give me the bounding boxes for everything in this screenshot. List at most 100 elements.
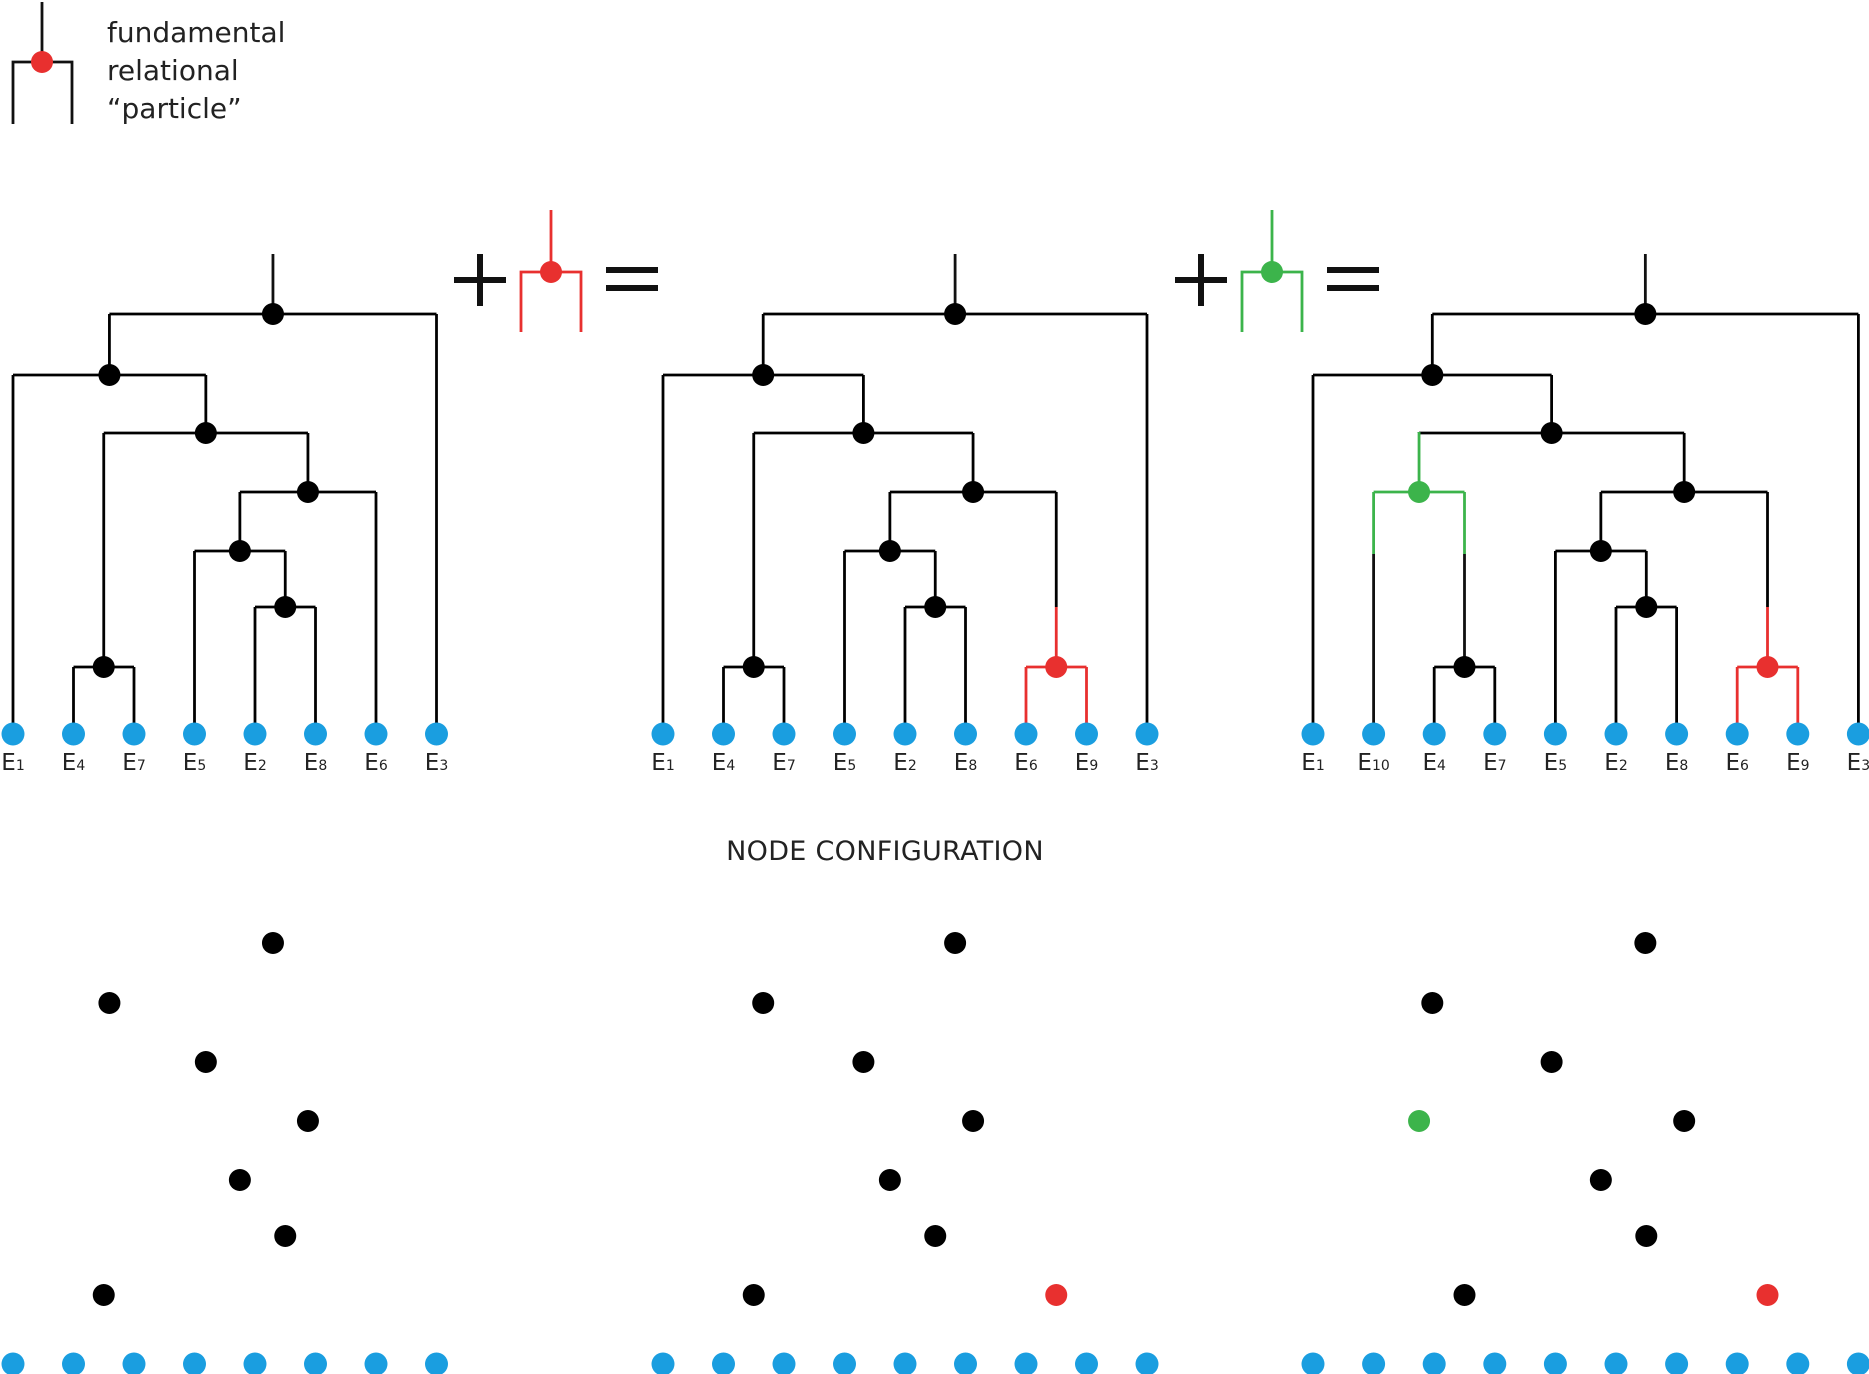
config-node-black — [1634, 932, 1657, 954]
particle-node — [1261, 261, 1283, 283]
configuration-2 — [651, 932, 1159, 1374]
tree-node-black — [742, 656, 765, 678]
leaf-label: E2 — [893, 750, 916, 776]
leaf-label-subscript: 8 — [968, 758, 977, 774]
leaf-label-letter: E — [651, 750, 666, 776]
config-leaf-node — [304, 1352, 327, 1374]
leaf-label: E4 — [712, 750, 736, 776]
operators — [454, 210, 1379, 332]
leaf-node — [1665, 722, 1689, 746]
config-leaf-node — [1301, 1352, 1325, 1374]
leaf-node — [712, 722, 735, 746]
config-leaf-node — [1135, 1352, 1159, 1374]
leaf-label-subscript: 4 — [726, 758, 735, 774]
config-node-black — [92, 1284, 115, 1306]
leaf-label-subscript: 2 — [908, 758, 917, 774]
tree-node-black — [1673, 481, 1696, 503]
config-node-black — [1453, 1284, 1476, 1306]
leaf-node — [1, 722, 25, 746]
tree-node-black — [1589, 540, 1612, 562]
tree-node-black — [1453, 656, 1476, 678]
leaf-node — [1604, 722, 1628, 746]
leaf-label: E5 — [1544, 750, 1567, 776]
leaf-label-letter: E — [1847, 750, 1862, 776]
leaf-label-subscript: 3 — [1861, 758, 1869, 774]
config-leaf-node — [772, 1352, 796, 1374]
leaf-label-letter: E — [62, 750, 77, 776]
tree-node-black — [274, 596, 297, 618]
configuration-1 — [1, 932, 448, 1374]
leaf-node — [304, 722, 327, 746]
leaf-label: E4 — [1422, 750, 1446, 776]
leaf-node — [772, 722, 796, 746]
tree-node-black — [98, 364, 121, 386]
leaf-label-subscript: 7 — [1498, 758, 1507, 774]
tree-node-black — [194, 422, 217, 444]
leaf-label-letter: E — [1725, 750, 1740, 776]
leaf-label-subscript: 2 — [258, 758, 267, 774]
tree-node-black — [962, 481, 985, 503]
config-leaf-node — [1362, 1352, 1386, 1374]
leaf-node — [364, 722, 388, 746]
leaf-label: E4 — [62, 750, 86, 776]
leaf-label-subscript: 5 — [197, 758, 206, 774]
plus-sign — [454, 254, 506, 306]
leaf-label: E6 — [364, 750, 388, 776]
tree-node-black — [944, 303, 967, 325]
tree-node-black — [1421, 364, 1444, 386]
leaf-label-letter: E — [1301, 750, 1316, 776]
leaf-label-letter: E — [1135, 750, 1150, 776]
config-node-black — [98, 992, 121, 1014]
leaf-label: E8 — [304, 750, 327, 776]
leaf-node — [183, 722, 206, 746]
config-leaf-node — [833, 1352, 856, 1374]
leaf-label: E8 — [954, 750, 977, 776]
legend-line-3: “particle” — [107, 92, 242, 125]
tree-node-red — [1756, 656, 1779, 678]
config-node-black — [962, 1110, 985, 1132]
tree-node-black — [1540, 422, 1563, 444]
leaf-label-subscript: 6 — [1740, 758, 1749, 774]
leaf-label-letter: E — [1483, 750, 1498, 776]
leaf-label-letter: E — [712, 750, 727, 776]
leaf-label-subscript: 8 — [1679, 758, 1688, 774]
leaf-label-letter: E — [304, 750, 319, 776]
leaf-node — [1483, 722, 1507, 746]
leaf-label-letter: E — [1075, 750, 1090, 776]
config-leaf-node — [364, 1352, 388, 1374]
tree-node-red — [1045, 656, 1068, 678]
leaf-label: E10 — [1357, 750, 1389, 776]
leaf-node — [1422, 722, 1446, 746]
config-node-black — [274, 1225, 297, 1247]
config-leaf-node — [712, 1352, 735, 1374]
leaf-label: E9 — [1075, 750, 1098, 776]
config-node-black — [878, 1169, 901, 1191]
config-node-black — [1673, 1110, 1696, 1132]
config-node-black — [852, 1051, 875, 1073]
legend-line-1: fundamental — [107, 16, 285, 49]
leaf-label: E5 — [183, 750, 206, 776]
config-node-black — [194, 1051, 217, 1073]
configuration-3 — [1301, 932, 1869, 1374]
tree-node-black — [924, 596, 947, 618]
leaf-label-letter: E — [1, 750, 16, 776]
leaf-node — [243, 722, 267, 746]
leaf-label-letter: E — [122, 750, 137, 776]
leaf-label-letter: E — [243, 750, 258, 776]
leaf-label-subscript: 9 — [1801, 758, 1810, 774]
node-configuration-title: NODE CONFIGURATION — [726, 836, 1044, 867]
leaf-label-letter: E — [183, 750, 198, 776]
config-node-black — [296, 1110, 319, 1132]
leaf-label-letter: E — [1014, 750, 1029, 776]
leaf-node — [62, 722, 85, 746]
tree-node-black — [1634, 303, 1657, 325]
leaf-label-subscript: 3 — [439, 758, 448, 774]
config-leaf-node — [243, 1352, 267, 1374]
leaf-label: E1 — [651, 750, 674, 776]
config-leaf-node — [893, 1352, 917, 1374]
leaf-label: E5 — [833, 750, 856, 776]
